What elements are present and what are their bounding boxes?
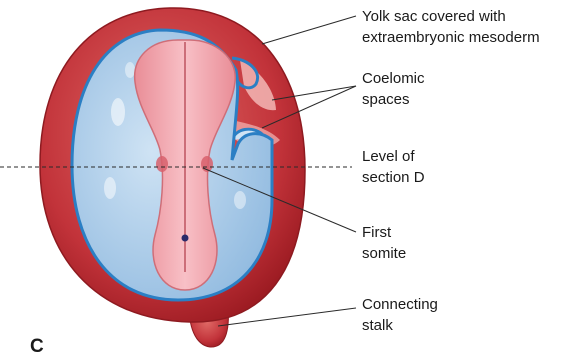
label-coelomic-spaces: Coelomic spaces [362,68,425,110]
label-yolk-sac: Yolk sac covered with extraembryonic mes… [362,6,540,48]
panel-letter: C [30,336,44,358]
primitive-node [182,235,189,242]
somite-left [156,156,168,172]
leader-yolk-sac [262,16,356,44]
label-section-level: Level of section D [362,146,425,188]
label-connecting-stalk: Connecting stalk [362,294,438,336]
label-first-somite: First somite [362,222,406,264]
